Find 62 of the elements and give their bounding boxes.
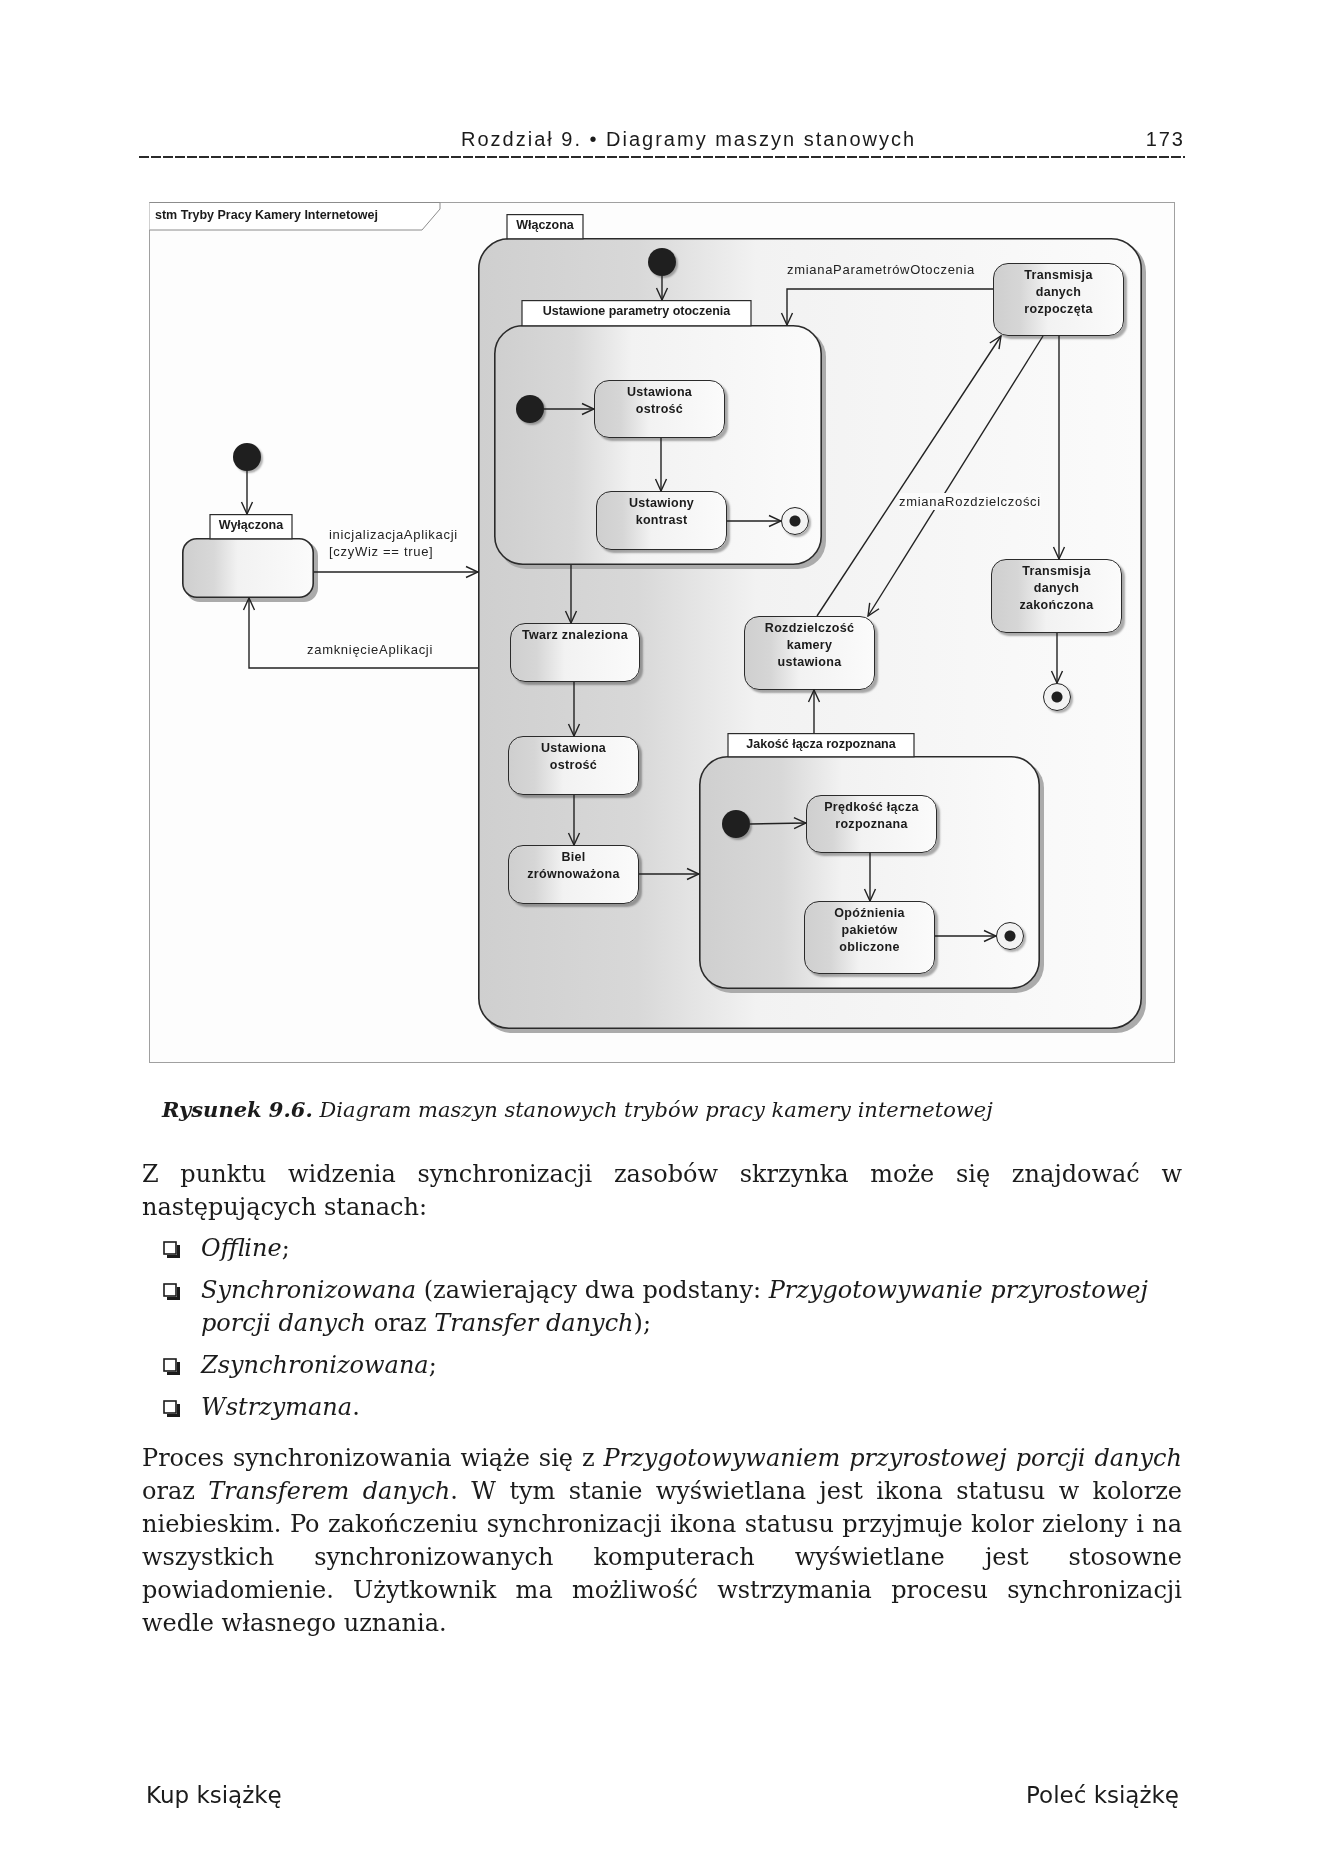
- transition-arrow: [1050, 632, 1064, 684]
- transition-arrow: [749, 817, 807, 830]
- transition-arrow: [240, 470, 254, 515]
- footer-link: Kup książkę: [146, 1781, 282, 1810]
- body-paragraph: Z punktu widzenia synchronizacji zasobów skrzynka może się znajdować w następujących stanach:: [142, 1159, 1182, 1223]
- transition-arrow: [780, 288, 994, 326]
- bullet-item-text: Wstrzymana.: [201, 1392, 361, 1423]
- transition-arrow: [863, 852, 877, 902]
- state-name: Wyłączona: [217, 517, 285, 534]
- transition-arrow: [807, 689, 821, 734]
- transition-arrow: [726, 514, 782, 528]
- state-box: Ustawiona ostrość: [594, 380, 725, 438]
- transition-label: inicjalizacjaAplikacji [czyWiz == true]: [329, 526, 459, 560]
- state-name: Ustawione parametry otoczenia: [541, 303, 732, 320]
- state-box: Transmisja danych rozpoczęta: [993, 263, 1124, 336]
- composite-state: [494, 300, 826, 569]
- transition-label: zmianaRozdzielczości: [899, 493, 1041, 510]
- final-state-bullseye: [1043, 683, 1071, 711]
- page-number: 173: [1145, 127, 1185, 152]
- transition-arrow: [934, 929, 997, 943]
- transition-arrow: [567, 681, 581, 737]
- state-box: [182, 514, 318, 602]
- composite-state: [699, 733, 1044, 993]
- composite-state: [478, 214, 1146, 1033]
- final-state-bullseye: [781, 507, 809, 535]
- state-box: Opóźnienia pakietów obliczone: [804, 901, 935, 974]
- transition-label: zamknięcieAplikacji: [307, 641, 433, 658]
- bullet-item-text: Offline;: [201, 1233, 291, 1264]
- transition-arrow: [867, 335, 1044, 617]
- initial-state-dot: [233, 443, 261, 471]
- state-box: Prędkość łącza rozpoznana: [806, 795, 937, 853]
- state-box: Twarz znaleziona: [510, 623, 640, 682]
- state-box: Transmisja danych zakończona: [991, 559, 1122, 633]
- state-name: Włączona: [515, 217, 575, 234]
- frame-title: stm Tryby Pracy Kamery Internetowej: [155, 207, 378, 224]
- diagram-frame: [149, 202, 1175, 1063]
- state-box: Ustawiony kontrast: [596, 491, 727, 550]
- bullet-item-text: Zsynchronizowana;: [201, 1350, 438, 1381]
- transition-arrow: [543, 402, 595, 416]
- transition-arrow: [654, 437, 668, 492]
- transition-arrow: [1052, 335, 1066, 560]
- running-head: Rozdział 9. • Diagramy maszyn stanowych: [461, 127, 917, 152]
- body-paragraph: Proces synchronizowania wiąże się z Przygotowywaniem przyrostowej porcji danych oraz Transferem danych. W tym stanie wyświetlana jest ikona statusu w kolorze niebieskim. Po zakończeniu synchronizacji ikona statusu przyjmuje kolor zielony i na wszystkich synchronizowanych komputerach wyświetlane jest stosowne powiadomienie. Użytkownik ma możliwość wstrzymania procesu synchronizacji wedle własnego uznania.: [142, 1443, 1182, 1639]
- transition-arrow: [567, 794, 581, 846]
- state-name: Jakość łącza rozpoznana: [745, 736, 897, 753]
- transition-label: zmianaParametrówOtoczenia: [787, 261, 976, 278]
- transition-arrow: [655, 275, 669, 301]
- transition-arrow: [816, 335, 1002, 617]
- initial-state-dot: [722, 810, 750, 838]
- transition-arrow: [313, 565, 479, 579]
- initial-state-dot: [648, 248, 676, 276]
- final-state-bullseye: [996, 922, 1024, 950]
- initial-state-dot: [516, 395, 544, 423]
- transition-arrow: [242, 597, 479, 669]
- bullet-item-text: Synchronizowana (zawierający dwa podstany: Przygotowywanie przyrostowej porcji danych oraz Transfer danych);: [201, 1275, 1149, 1339]
- transition-arrow: [638, 867, 700, 881]
- transition-arrow: [564, 564, 578, 624]
- footer-link: Poleć książkę: [1026, 1781, 1179, 1810]
- state-box: Biel zrównoważona: [508, 845, 639, 904]
- state-box: Rozdzielczość kamery ustawiona: [744, 616, 875, 690]
- state-box: Ustawiona ostrość: [508, 736, 639, 795]
- figure-caption: Rysunek 9.6. Diagram maszyn stanowych trybów pracy kamery internetowej: [162, 1096, 993, 1124]
